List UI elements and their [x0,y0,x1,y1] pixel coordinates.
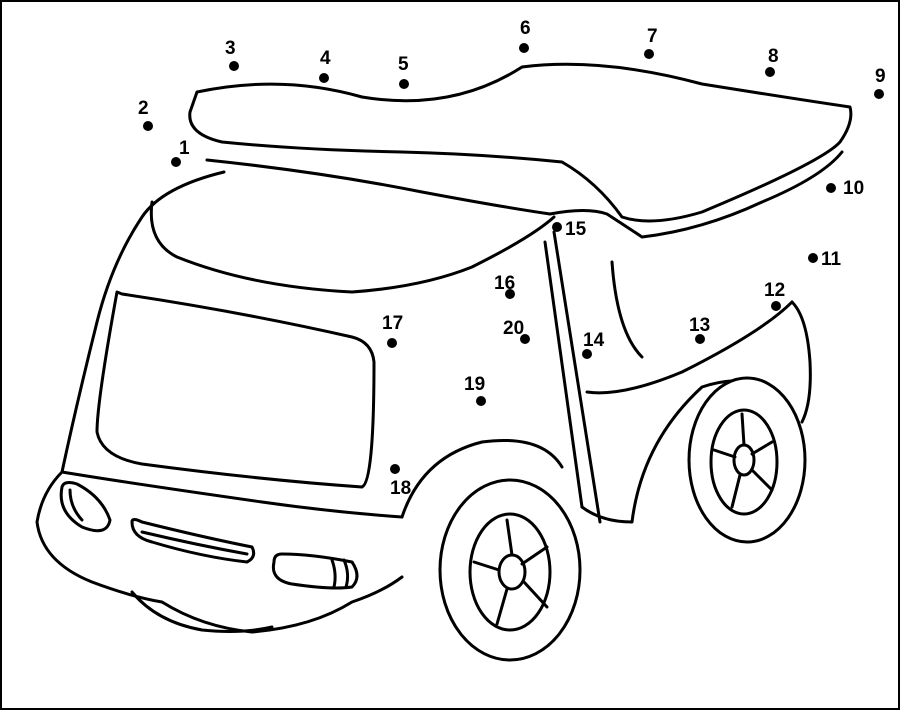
dot-14 [582,349,592,359]
dot-4 [319,73,329,83]
dot-11 [808,253,818,263]
cab-underside [130,590,274,633]
dot-number-2: 2 [138,98,149,119]
dot-number-8: 8 [768,46,779,67]
dot-number-7: 7 [647,26,658,47]
dot-2 [143,121,153,131]
dot-number-20: 20 [503,318,524,339]
dot-number-5: 5 [398,54,409,75]
dot-number-12: 12 [764,280,785,301]
dump-bed [188,62,853,524]
dot-number-19: 19 [464,374,485,395]
dot-7 [644,49,654,59]
dot-16 [505,289,515,299]
dot-3 [229,61,239,71]
front-wheel [438,478,582,662]
dot-15 [552,222,562,232]
dot-number-10: 10 [843,178,864,199]
dot-5 [399,79,409,89]
dot-number-17: 17 [382,313,403,334]
rear-wheel [687,376,807,544]
dot-number-4: 4 [320,48,331,69]
dot-8 [765,67,775,77]
dot-number-1: 1 [179,138,190,159]
dot-number-3: 3 [225,38,236,59]
dot-17 [387,338,397,348]
dot-number-15: 15 [565,219,587,240]
dot-18 [390,464,400,474]
dot-number-13: 13 [689,315,710,336]
dot-10 [826,183,836,193]
dot-19 [476,396,486,406]
dot-number-11: 11 [821,249,842,270]
dot-number-6: 6 [520,18,531,39]
dot-number-14: 14 [583,330,605,351]
truck-cab [35,170,564,634]
dot-number-16: 16 [494,273,515,294]
dot-1 [171,157,181,167]
dot-number-9: 9 [875,66,886,87]
dot-6 [519,43,529,53]
dot-number-18: 18 [390,478,411,499]
dot-12 [771,301,781,311]
front-details [59,481,359,590]
dot-20 [520,334,530,344]
dot-9 [874,89,884,99]
dot-13 [695,334,705,344]
